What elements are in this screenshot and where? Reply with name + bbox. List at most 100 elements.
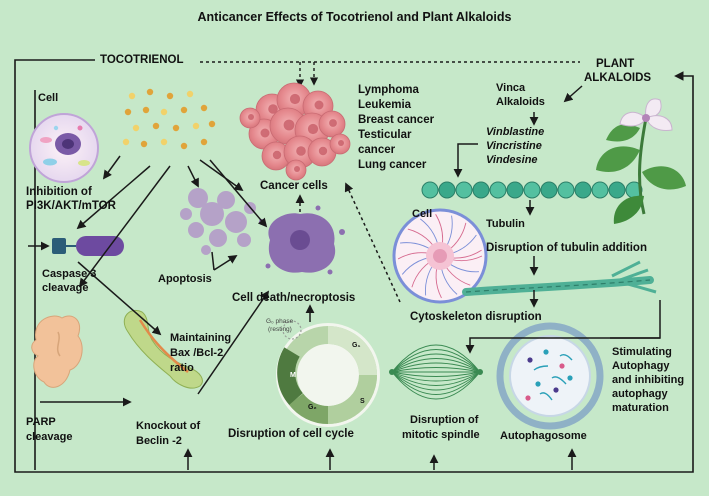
- cancer-type-4: cancer: [358, 144, 396, 156]
- tubulin-bead: [608, 181, 626, 199]
- tocotrienol-particle: [146, 88, 154, 96]
- tubulin-bead: [472, 181, 490, 199]
- mitotic-label-line2: mitotic spindle: [402, 429, 480, 441]
- spindle-fiber: [391, 362, 481, 373]
- cancer-cell-nucleus: [307, 123, 319, 135]
- tubulin-bead: [489, 181, 507, 199]
- tocotrienol-particle: [200, 104, 208, 112]
- spindle-fiber: [391, 367, 481, 373]
- inhibition-label-line1: Inhibition of: [26, 186, 92, 198]
- cycle-m-label: M: [290, 372, 296, 379]
- spindle-fiber: [391, 371, 481, 386]
- plant-icon: [596, 98, 686, 224]
- autophagosome-particle: [553, 387, 559, 393]
- spindle-fiber: [391, 344, 481, 373]
- tocotrienol-particle: [192, 122, 200, 130]
- apoptosis-cell-icon: [180, 188, 256, 255]
- tubulin-bead: [540, 181, 558, 199]
- autophagosome-fragment: [559, 353, 573, 361]
- plant-alkaloids-label-line2: ALKALOIDS: [584, 72, 652, 84]
- tocotrienol-particle: [180, 142, 188, 150]
- autophagosome-fragment: [533, 365, 549, 371]
- cycle-g0-label-line1: G₀ phase: [266, 318, 294, 325]
- vinca-drug-0: Vinblastine: [486, 126, 545, 138]
- cancer-cell-nucleus: [294, 166, 300, 172]
- cytoskeleton-label: Cytoskeleton disruption: [410, 311, 542, 323]
- cell-death-label: Cell death/necroptosis: [232, 292, 356, 304]
- parp-icon: [31, 315, 83, 388]
- tocotrienol-particle: [132, 124, 140, 132]
- tocotrienol-particle: [186, 90, 194, 98]
- dying-cell-icon: [259, 205, 345, 275]
- left-cell-icon: [29, 113, 99, 183]
- tubulin-bead: [574, 181, 592, 199]
- spindle-fiber: [391, 349, 481, 373]
- tubulin-label: Tubulin: [486, 218, 525, 230]
- cancer-cell-nucleus: [338, 140, 344, 146]
- autophagosome-fragment: [551, 376, 567, 385]
- spindle-fiber: [391, 371, 481, 382]
- source-dashed-lines: [200, 61, 580, 88]
- cancer-cells-icon: [239, 82, 351, 181]
- cell-right-label: Cell: [412, 208, 433, 220]
- autophagy-label-line5: maturation: [612, 402, 669, 414]
- tocotrienol-particle: [142, 106, 150, 114]
- bax-protein-icon: [123, 310, 203, 389]
- cancer-cell-nucleus: [248, 114, 254, 120]
- cell-cycle-icon: [276, 320, 380, 427]
- cycle-g0-label-line2: (resting): [268, 326, 292, 333]
- cycle-g2-label: G₂: [308, 404, 317, 411]
- vinca-drug-1: Vincristine: [486, 140, 542, 152]
- spindle-pole: [477, 369, 483, 375]
- cell-left-label: Cell: [38, 92, 59, 104]
- tocotrienol-label: TOCOTRIENOL: [100, 54, 184, 66]
- apoptosis-label: Apoptosis: [158, 273, 212, 285]
- spindle-fiber: [391, 371, 481, 400]
- cancer-type-2: Breast cancer: [358, 114, 435, 126]
- vinca-label-line2: Alkaloids: [496, 96, 545, 108]
- tubulin-bead: [455, 181, 473, 199]
- cycle-s-label: S: [360, 398, 365, 405]
- diagram-title: Anticancer Effects of Tocotrienol and Pl…: [197, 10, 512, 24]
- microtubule-icon: [462, 260, 657, 296]
- spindle-pole: [389, 369, 395, 375]
- tubulin-bead: [438, 181, 456, 199]
- autophagy-label-line1: Stimulating: [612, 346, 672, 358]
- cancer-cell-nucleus: [260, 128, 270, 138]
- cancer-cells-label: Cancer cells: [260, 180, 328, 192]
- tocotrienol-particle: [122, 138, 130, 146]
- autophagy-label-line3: and inhibiting: [612, 374, 685, 386]
- autophagosome-fragment: [539, 392, 553, 401]
- autophagosome-icon: [496, 322, 604, 430]
- tocotrienol-particle: [152, 122, 160, 130]
- spindle-fiber: [391, 371, 481, 395]
- caspase-icon: [28, 236, 124, 256]
- vinca-drug-2: Vindesine: [486, 154, 538, 166]
- autophagy-label-line2: Autophagy: [612, 360, 670, 372]
- autophagosome-particle: [525, 395, 531, 401]
- tocotrienol-particle: [124, 108, 132, 116]
- vinca-label-line1: Vinca: [496, 82, 526, 94]
- parp-label-line1: PARP: [26, 416, 56, 428]
- spindle-fiber: [391, 371, 481, 391]
- bax-label-line1: Maintaining: [170, 332, 232, 344]
- parp-label-line2: cleavage: [26, 431, 73, 443]
- tocotrienol-particle: [200, 138, 208, 146]
- autophagosome-label: Autophagosome: [500, 430, 587, 442]
- tubulin-bead: [557, 181, 575, 199]
- tocotrienol-particle: [140, 140, 148, 148]
- spindle-fiber: [391, 371, 481, 377]
- cancer-cell-nucleus: [318, 146, 328, 156]
- cancer-type-1: Leukemia: [358, 99, 412, 111]
- cell-cycle-label: Disruption of cell cycle: [228, 428, 354, 440]
- tubulin-bead: [591, 181, 609, 199]
- tocotrienol-particle: [160, 138, 168, 146]
- tubulin-bead: [421, 181, 439, 199]
- tocotrienol-particle: [166, 92, 174, 100]
- cycle-g1-label: G₁: [352, 342, 361, 349]
- tubulin-disruption-label: Disruption of tubulin addition: [486, 242, 647, 254]
- tubulin-bead: [506, 181, 524, 199]
- autophagosome-particle: [567, 375, 573, 381]
